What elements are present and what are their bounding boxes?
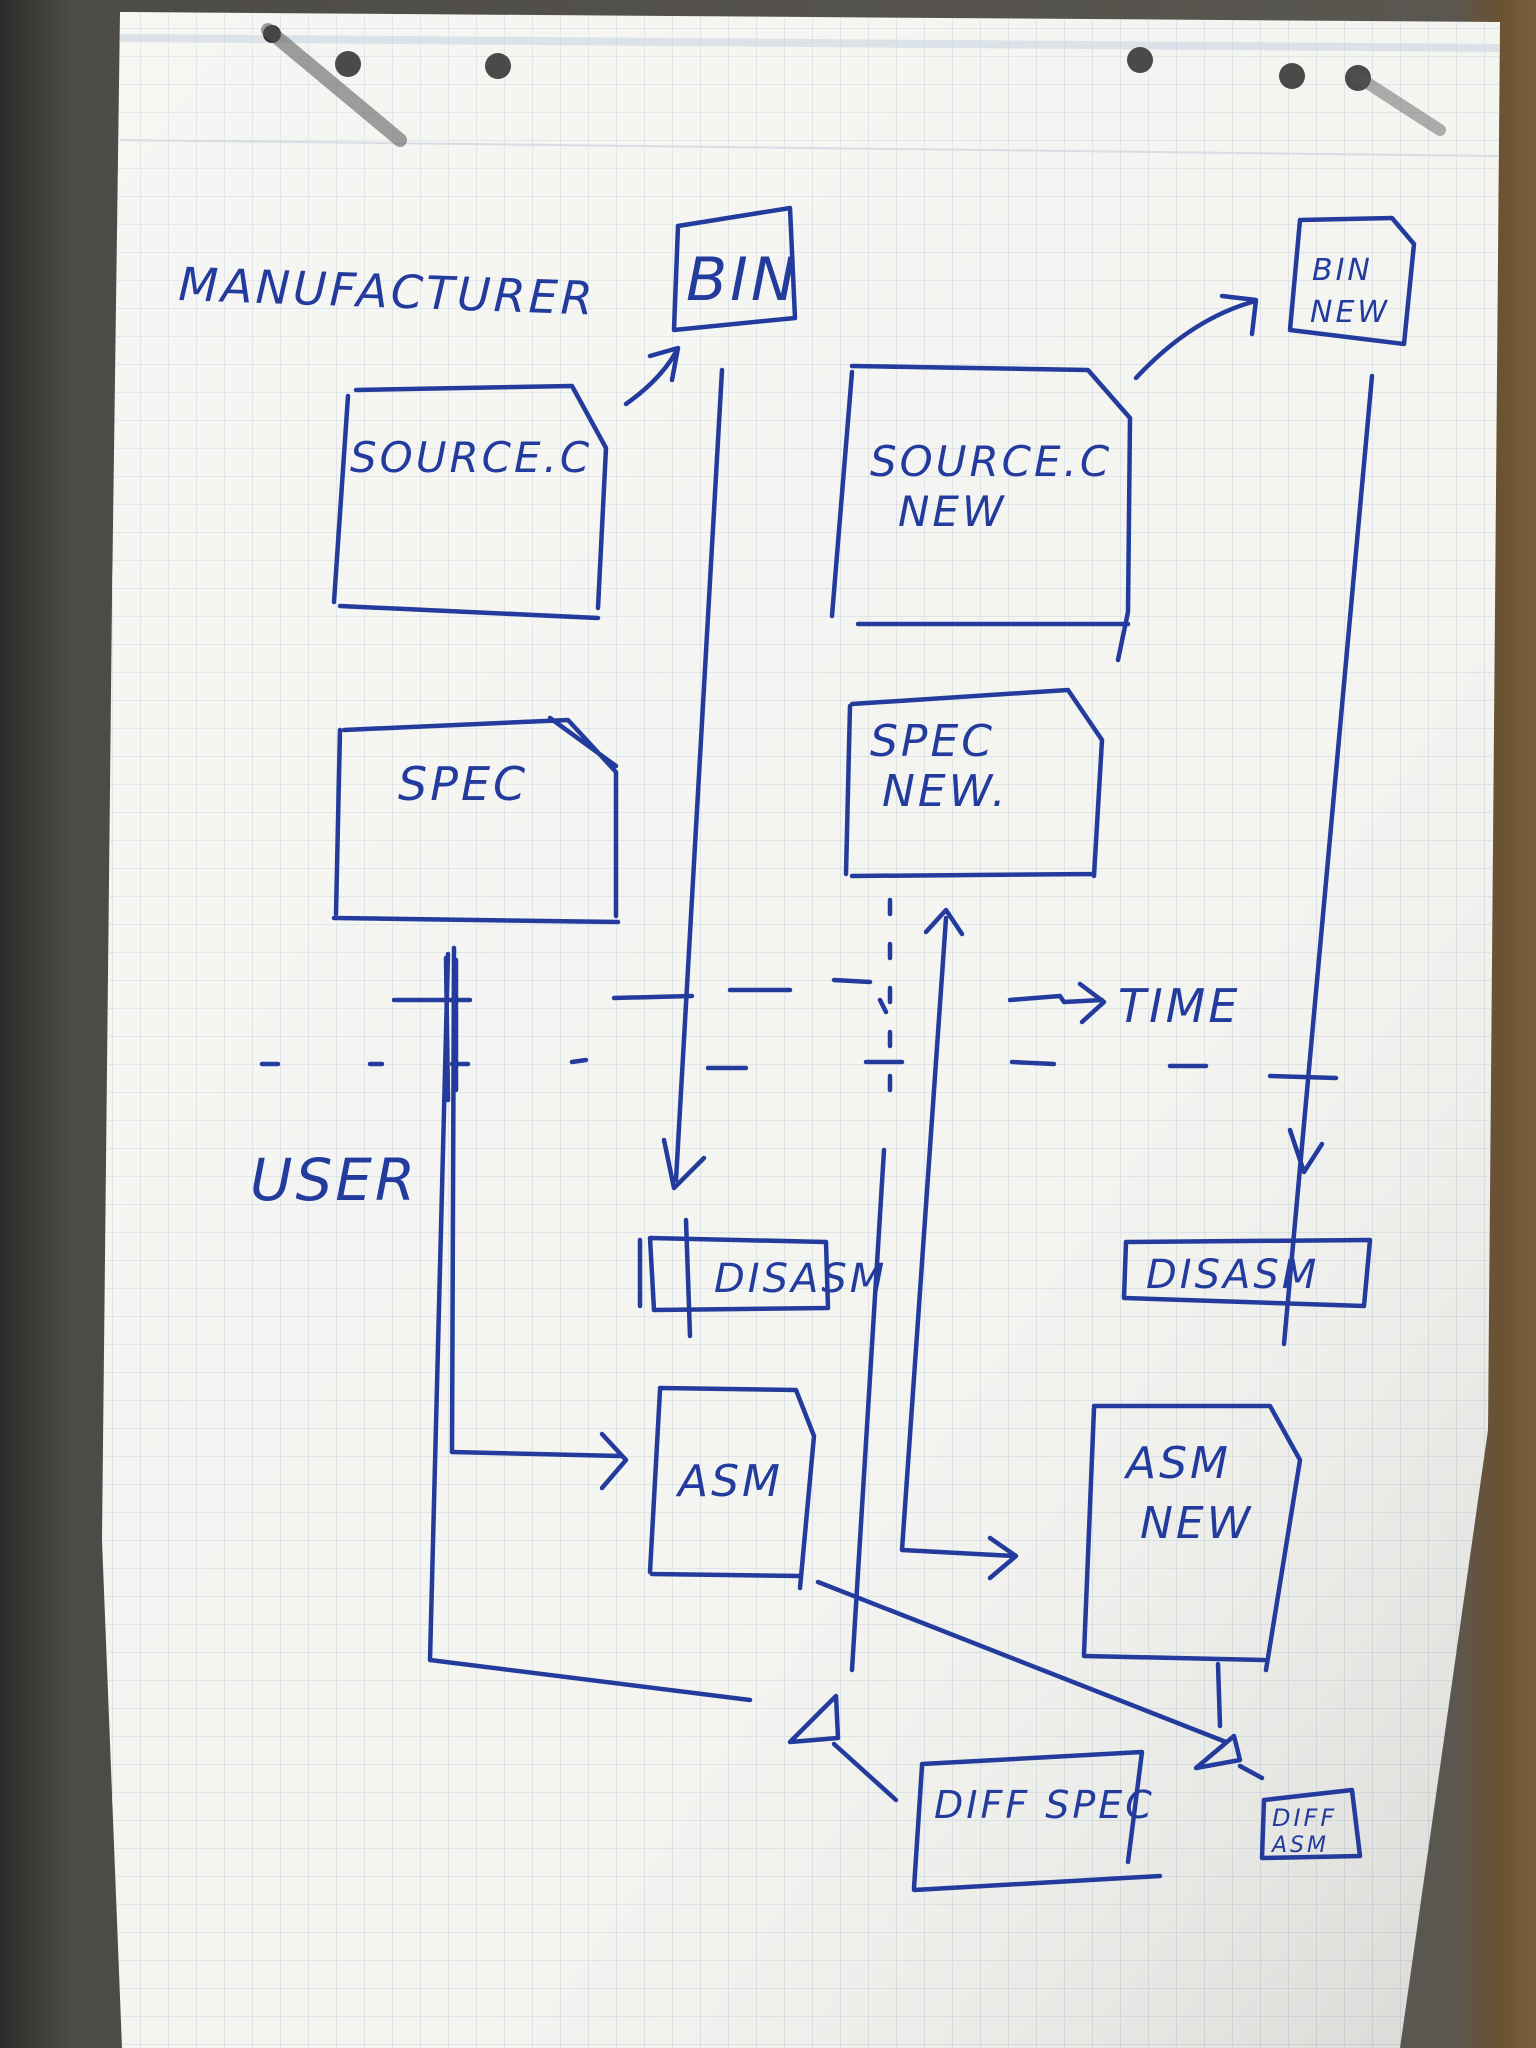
node-disasm-new: DISASM [1121,1237,1373,1309]
time-separator [259,955,1339,1103]
node-asm: ASM [647,1385,817,1591]
node-spec-new-label-line1: SPEC [870,716,995,767]
arrow-asm-to-diff-asm [815,1579,1229,1745]
time-axis-label: TIME [1118,979,1240,1033]
node-asm-new-label-line2: NEW [1140,1498,1253,1549]
node-bin-new-label-line2: NEW [1310,295,1390,330]
arrow-spec-new-to-asm-new [899,915,1017,1559]
arrow-bin-to-disasm [673,367,725,1183]
node-bin-label: BIN [686,245,799,315]
arrow-source-new-to-bin-new [1133,299,1255,381]
section-label-manufacturer: MANUFACTURER [178,257,597,326]
time-arrow [1007,993,1105,1005]
node-bin-new-label-line1: BIN [1312,253,1373,288]
arrow-bin-new-to-disasm-new [1281,373,1375,1347]
node-disasm: DISASM [637,1235,887,1313]
section-label-user: USER [250,1146,418,1214]
node-diff-asm-label-line1: DIFF [1272,1804,1337,1832]
node-asm-new: ASM NEW [1081,1403,1303,1673]
node-bin-new: BIN NEW [1287,215,1417,347]
node-diff-spec-label: DIFF SPEC [934,1783,1155,1827]
node-source-c-new: SOURCE.C NEW [829,363,1133,663]
arrow-spec-to-asm [449,945,623,1459]
node-source-c-new-label-line1: SOURCE.C [870,437,1112,486]
arrow-spec-to-diff-spec [427,951,753,1703]
node-asm-new-label-line1: ASM [1123,1438,1231,1489]
node-spec: SPEC [331,715,621,925]
node-diff-asm: DIFF ASM [1259,1787,1363,1861]
diff-spec-triangle [787,1693,841,1745]
node-bin: BIN [671,205,799,333]
binder-holes [261,23,1446,147]
node-disasm-label: DISASM [714,1256,887,1302]
node-asm-label: ASM [675,1456,783,1507]
node-spec-label: SPEC [398,757,528,811]
node-diff-spec: DIFF SPEC [911,1749,1163,1893]
node-spec-new-label-line2: NEW. [882,766,1009,817]
node-spec-new: SPEC NEW. [843,687,1105,879]
diff-asm-triangle [1193,1733,1243,1771]
node-source-c-label: SOURCE.C [350,433,592,482]
arrow-asm-new-to-diff-asm [1215,1661,1223,1729]
node-source-c-new-label-line2: NEW [898,487,1006,536]
node-source-c: SOURCE.C [331,383,609,621]
connectors [427,293,1375,1803]
node-diff-asm-label-line2: ASM [1270,1833,1329,1858]
arrow-source-to-bin [623,349,679,407]
